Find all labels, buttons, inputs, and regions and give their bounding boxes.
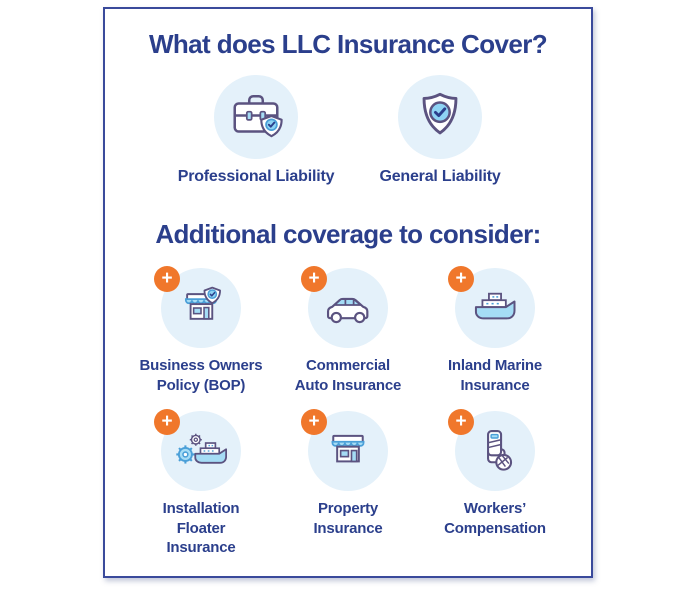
primary-coverage-row: Professional Liability General Liability	[105, 75, 591, 186]
car-icon	[322, 282, 374, 334]
coverage-property: + Property Insurance	[275, 409, 422, 558]
page-title: What does LLC Insurance Cover?	[148, 29, 548, 59]
leg-cast-icon	[469, 425, 521, 477]
icon-circle	[398, 75, 482, 160]
gears-ship-icon	[175, 425, 227, 477]
plus-badge-icon: +	[301, 266, 327, 293]
storefront-shield-icon	[175, 282, 227, 334]
coverage-bop: + Business Owners Policy (BOP)	[128, 266, 275, 395]
coverage-label: General Liability	[379, 168, 501, 186]
coverage-inland-marine: + Inland Marine Insurance	[422, 266, 569, 395]
coverage-workers-compensation: + Workers’ Compensation	[422, 409, 569, 558]
coverage-label: Installation Floater Insurance	[162, 500, 240, 557]
section-subtitle: Additional coverage to consider:	[155, 219, 541, 250]
icon-circle	[455, 268, 535, 349]
ship-icon	[469, 282, 521, 334]
coverage-installation-floater: + Installation Floater Insurance	[128, 409, 275, 558]
additional-coverage-row-2: + Installation Floater Insurance	[105, 409, 591, 558]
additional-coverage-row-1: + Business Owners Policy (BOP)	[105, 266, 591, 395]
coverage-label: Workers’ Compensation	[444, 500, 546, 537]
coverage-label: Commercial Auto Insurance	[294, 357, 402, 394]
plus-badge-icon: +	[154, 409, 180, 436]
plus-badge-icon: +	[154, 266, 180, 293]
plus-badge-icon: +	[448, 409, 474, 436]
coverage-label: Property Insurance	[313, 500, 383, 537]
coverage-label: Professional Liability	[177, 168, 335, 186]
icon-circle	[308, 411, 388, 492]
coverage-commercial-auto: + Commercial Auto Insurance	[275, 266, 422, 395]
coverage-professional-liability: Professional Liability	[178, 75, 334, 186]
storefront-awning-icon	[322, 425, 374, 477]
insurance-card: What does LLC Insurance Cover?	[103, 7, 593, 578]
shield-check-icon	[411, 88, 469, 146]
plus-badge-icon: +	[448, 266, 474, 293]
coverage-label: Inland Marine Insurance	[447, 357, 543, 394]
coverage-label: Business Owners Policy (BOP)	[139, 357, 263, 394]
briefcase-shield-icon	[227, 88, 285, 146]
plus-badge-icon: +	[301, 409, 327, 436]
icon-circle	[214, 75, 298, 160]
coverage-general-liability: General Liability	[379, 75, 501, 186]
